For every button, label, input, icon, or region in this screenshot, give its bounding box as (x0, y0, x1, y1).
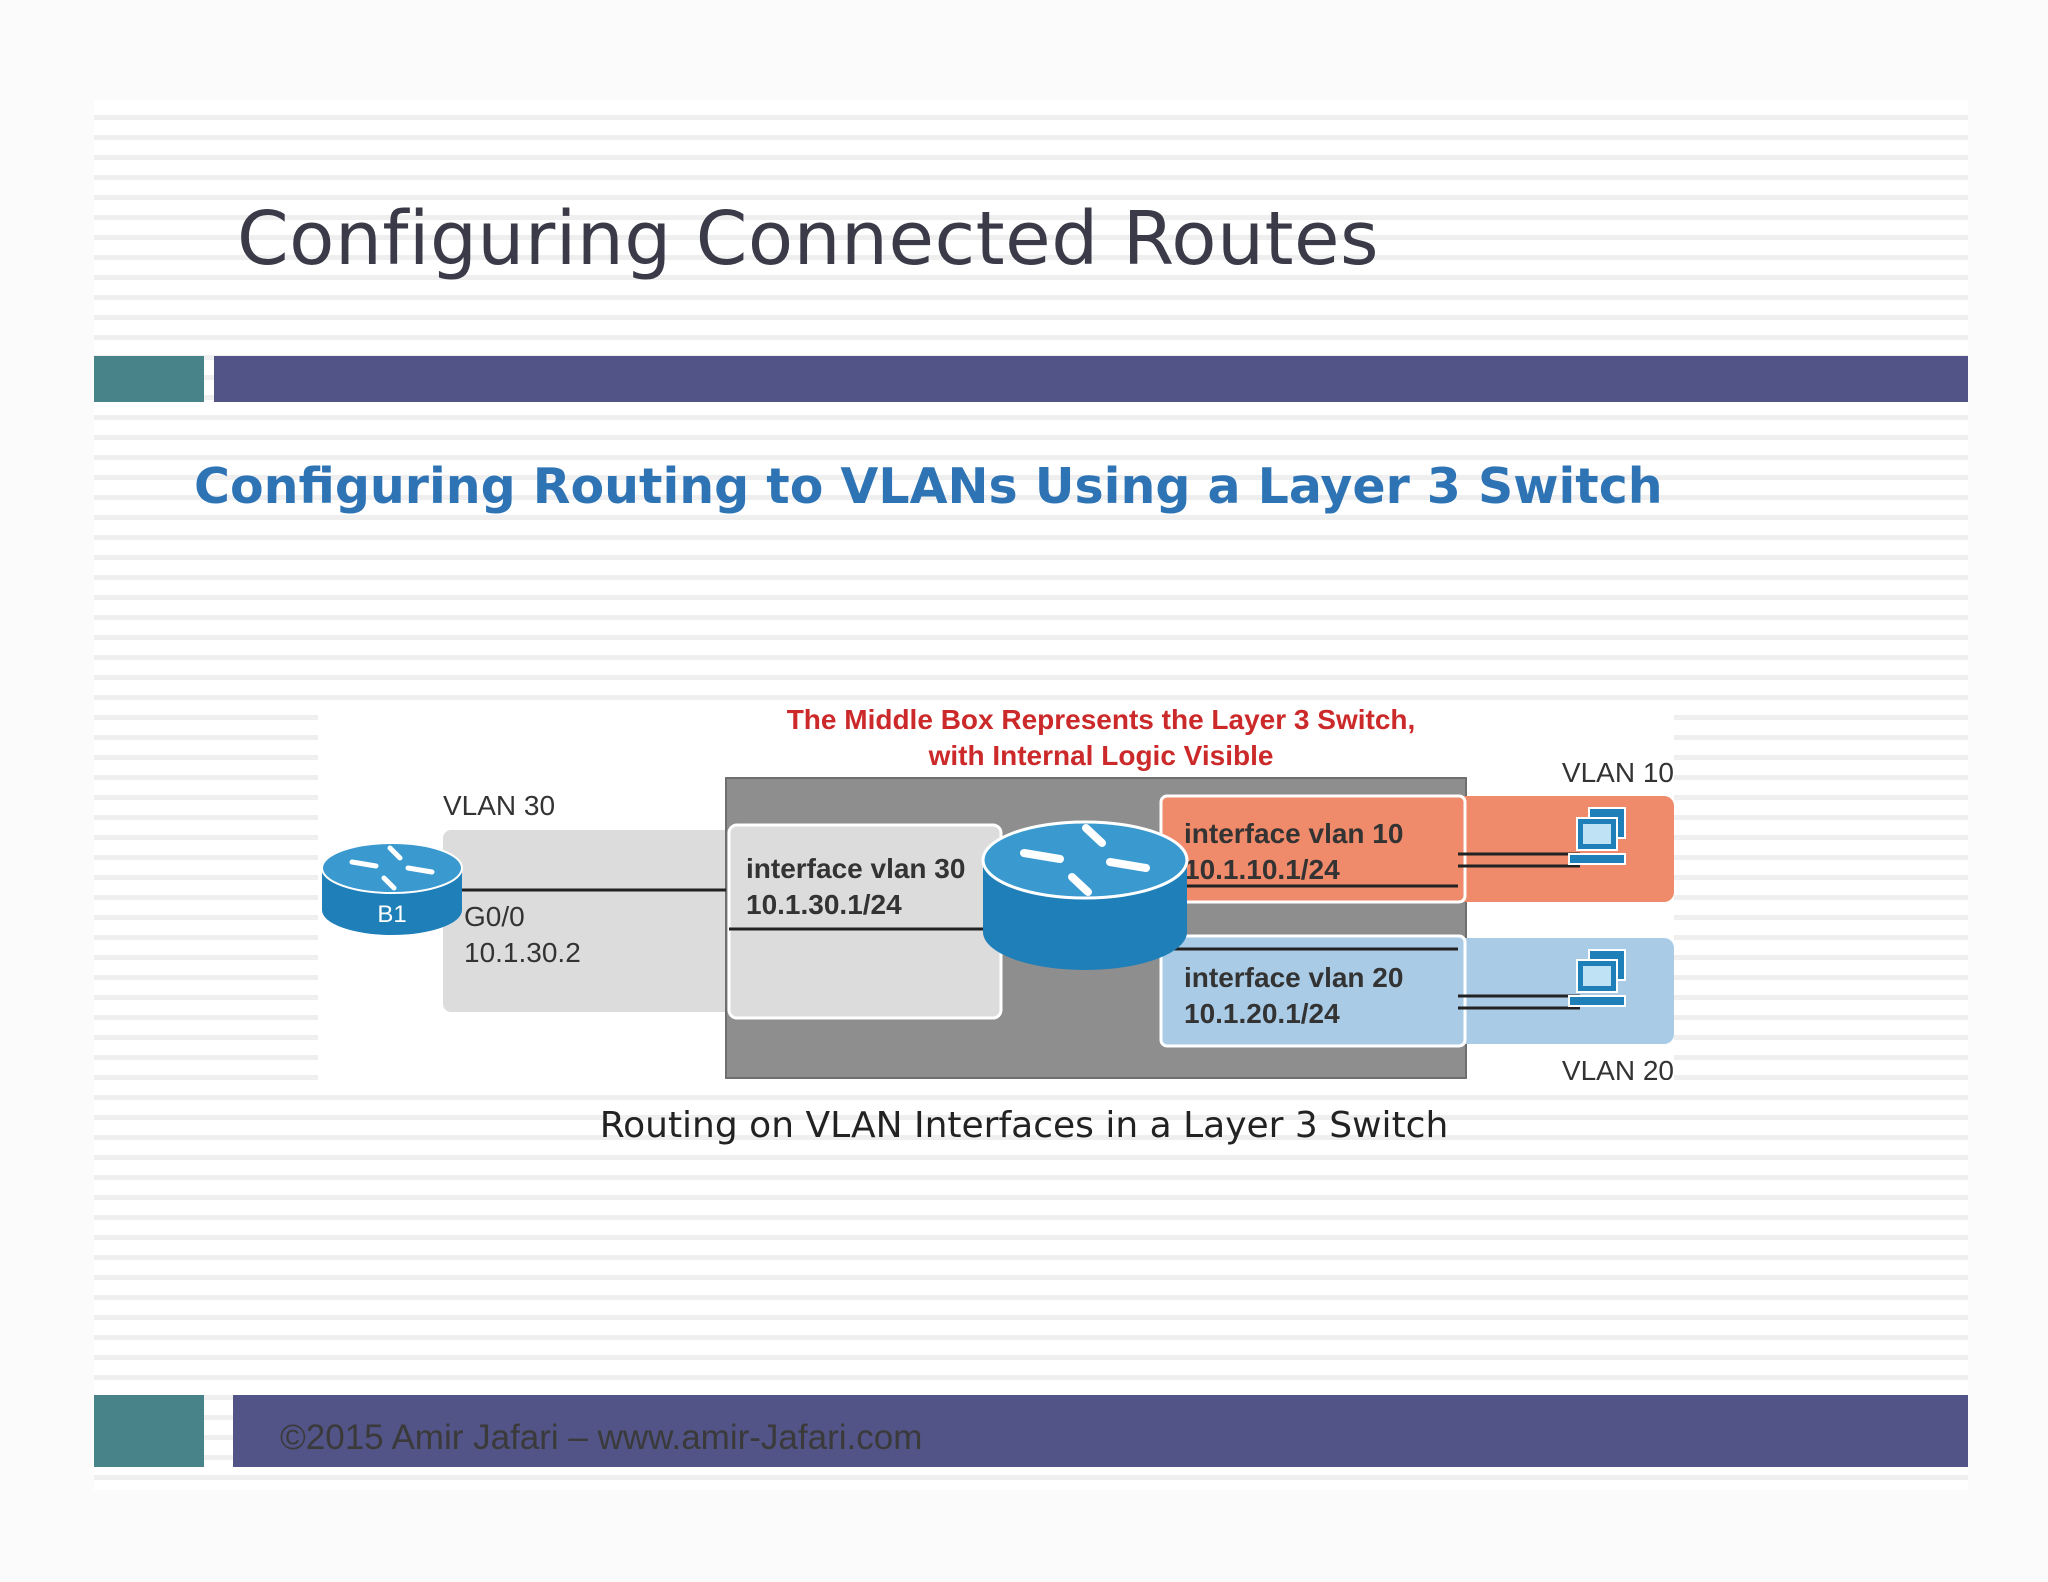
vlan20-zone (1448, 938, 1674, 1044)
callout-line-2: with Internal Logic Visible (928, 740, 1274, 771)
footer-accent-teal (94, 1395, 204, 1467)
vlan30-label: VLAN 30 (443, 790, 555, 821)
vlan20-label: VLAN 20 (1562, 1055, 1674, 1080)
router-icon (321, 842, 463, 935)
router-interface: G0/0 (464, 901, 525, 932)
layer3-switch-icon (981, 820, 1189, 970)
diagram-svg: The Middle Box Represents the Layer 3 Sw… (321, 704, 1674, 1086)
interface-vlan10-ip: 10.1.10.1/24 (1184, 854, 1340, 885)
router-name: B1 (377, 901, 406, 928)
slide-subtitle: Configuring Routing to VLANs Using a Lay… (194, 458, 1663, 515)
interface-vlan20-box (1159, 934, 1467, 1048)
vlan10-label: VLAN 10 (1562, 757, 1674, 788)
interface-vlan30-ip: 10.1.30.1/24 (746, 889, 902, 920)
router-ip: 10.1.30.2 (464, 937, 581, 968)
interface-vlan30-label: interface vlan 30 (746, 853, 965, 884)
slide-title: Configuring Connected Routes (237, 196, 1380, 282)
interface-vlan20-label: interface vlan 20 (1184, 962, 1403, 993)
callout-line-1: The Middle Box Represents the Layer 3 Sw… (787, 704, 1416, 735)
title-accent-teal (94, 356, 204, 402)
diagram-caption: Routing on VLAN Interfaces in a Layer 3 … (599, 1105, 1449, 1146)
interface-vlan10-label: interface vlan 10 (1184, 818, 1403, 849)
footer-bar (233, 1395, 1968, 1467)
footer-copyright: ©2015 Amir Jafari – www.amir-Jafari.com (280, 1418, 923, 1457)
network-diagram: The Middle Box Represents the Layer 3 Sw… (318, 700, 1674, 1086)
vlan30-zone (443, 830, 743, 1012)
title-accent-bar (214, 356, 1968, 402)
workstation-icon (1568, 807, 1626, 865)
workstation-icon (1568, 949, 1626, 1007)
vlan10-zone (1448, 796, 1674, 902)
interface-vlan20-ip: 10.1.20.1/24 (1184, 998, 1340, 1029)
